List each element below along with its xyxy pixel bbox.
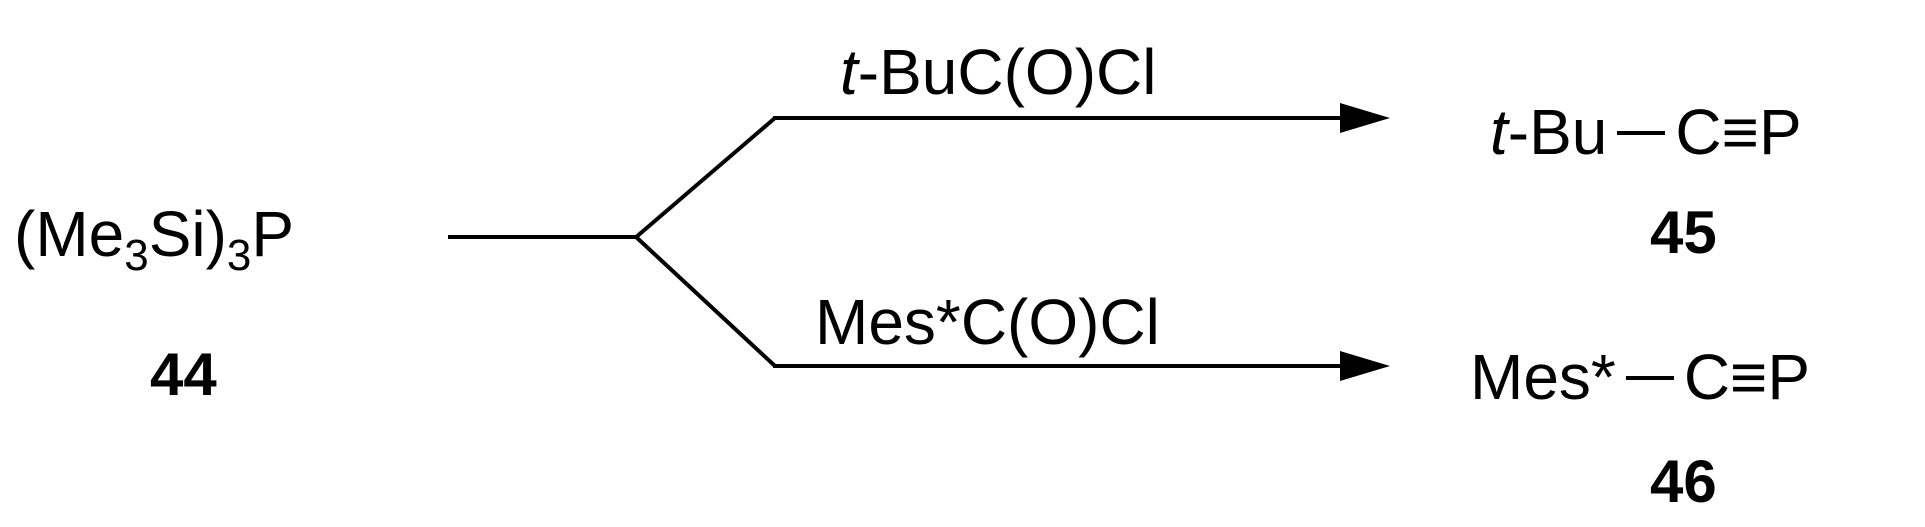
bottom-product-number: 46	[1650, 448, 1717, 515]
upper-branch-line	[633, 116, 777, 240]
bottom-arrow-head	[1340, 351, 1390, 381]
single-bond	[1625, 376, 1674, 381]
bottom-reagent-label: Mes*C(O)Cl	[815, 286, 1160, 358]
top-arrow-head	[1340, 103, 1390, 133]
lower-branch-line	[633, 234, 777, 368]
top-reagent-label: t-BuC(O)Cl	[840, 36, 1157, 108]
bottom-product-formula: Mes*C≡P	[1470, 341, 1811, 413]
reactant-number: 44	[150, 341, 217, 408]
single-bond	[1617, 131, 1666, 136]
top-product-number: 45	[1650, 199, 1717, 266]
reactant-formula: (Me3Si)3P	[14, 198, 295, 280]
